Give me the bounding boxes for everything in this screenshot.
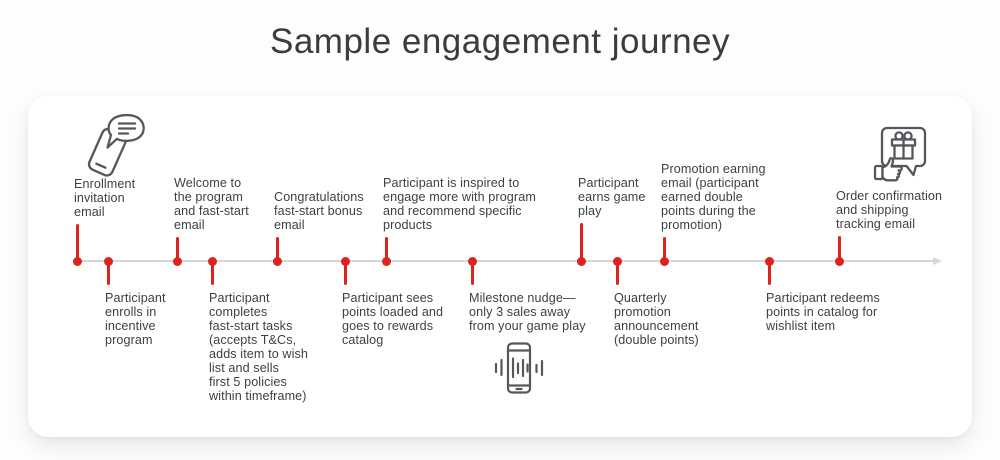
event-stem: [343, 261, 347, 285]
event-stem: [767, 261, 771, 285]
event-stem: [579, 223, 583, 261]
page-title: Sample engagement journey: [269, 22, 730, 61]
event-stem: [384, 237, 388, 261]
event-dot: [172, 256, 182, 266]
event-dot: [207, 256, 217, 266]
phone-chat-icon: [80, 107, 152, 179]
event-dot: [764, 256, 774, 266]
event-dot: [612, 256, 622, 266]
event-stem: [662, 237, 666, 261]
event-label: Participant is inspired to engage more w…: [383, 176, 536, 232]
event-label: Enrollment invitation email: [74, 177, 136, 219]
event-dot: [834, 256, 844, 266]
event-dot: [272, 256, 282, 266]
event-label: Participant sees points loaded and goes …: [342, 291, 444, 347]
event-stem: [615, 261, 619, 285]
event-dot: [103, 256, 113, 266]
event-stem: [210, 261, 214, 285]
event-dot: [72, 256, 82, 266]
event-stem: [470, 261, 474, 285]
event-dot: [467, 256, 477, 266]
phone-vibrate-icon: [491, 340, 548, 398]
event-label: Congratulations fast-start bonus email: [274, 190, 364, 232]
event-stem: [106, 261, 110, 285]
event-label: Order confirmation and shipping tracking…: [836, 189, 943, 231]
timeline-arrow-icon: [933, 256, 942, 265]
event-dot: [381, 256, 391, 266]
event-dot: [340, 256, 350, 266]
event-label: Participant redeems points in catalog fo…: [766, 291, 880, 333]
event-label: Participant enrolls in incentive program: [105, 291, 166, 347]
event-stem: [837, 236, 841, 261]
event-label: Participant completes fast-start tasks (…: [209, 291, 308, 403]
event-label: Welcome to the program and fast-start em…: [174, 176, 249, 232]
event-dot: [659, 256, 669, 266]
event-stem: [75, 224, 79, 261]
journey-card: [28, 96, 972, 437]
event-label: Quarterly promotion announcement (double…: [614, 291, 699, 347]
event-stem: [175, 237, 179, 261]
timeline-line: [77, 260, 933, 262]
gift-thumbs-up-icon: [866, 119, 936, 189]
event-label: Participant earns game play: [578, 176, 646, 218]
event-dot: [576, 256, 586, 266]
event-stem: [275, 237, 279, 261]
event-label: Milestone nudge— only 3 sales away from …: [469, 291, 586, 333]
event-label: Promotion earning email (participant ear…: [661, 162, 766, 232]
